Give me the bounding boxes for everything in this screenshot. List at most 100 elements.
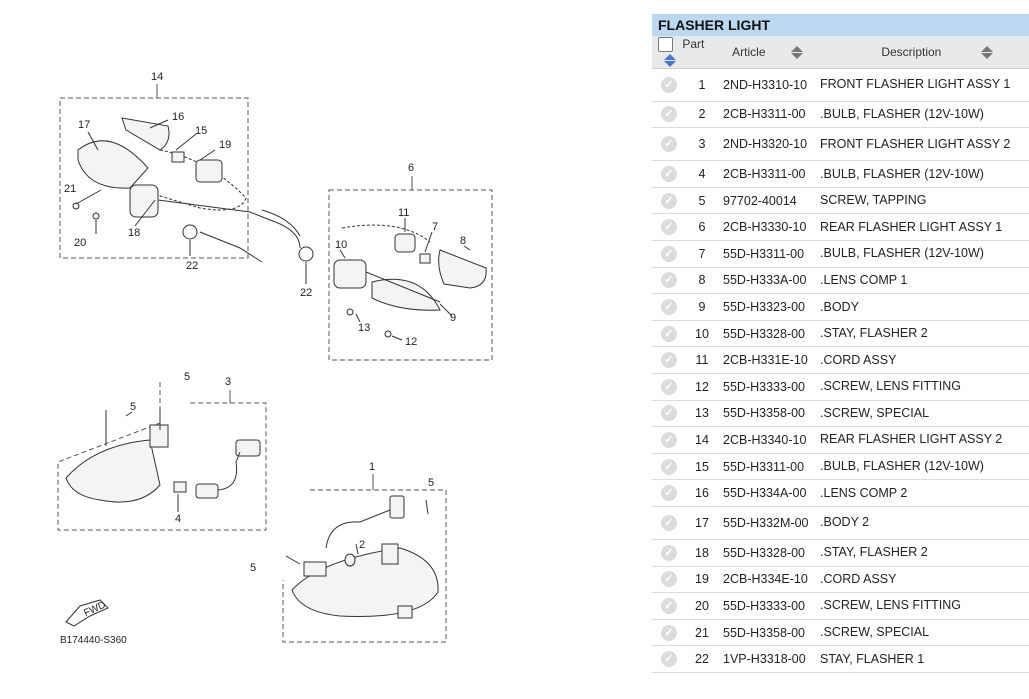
row-check-icon[interactable]: ✓ [661,651,677,668]
article-cell[interactable]: 55D-H332M-00 [718,506,818,540]
sort-icon[interactable] [790,45,803,59]
description-column-header[interactable]: Description [817,36,1029,69]
row-select-cell[interactable]: ✓ [652,400,686,428]
callout-12[interactable]: 12 [405,336,417,348]
article-cell[interactable]: 2CB-H331E-10 [718,346,818,374]
row-check-icon[interactable]: ✓ [661,485,677,502]
row-select-cell[interactable]: ✓ [652,101,686,129]
part-column-header[interactable]: Part [652,36,719,69]
row-check-icon[interactable]: ✓ [661,245,677,262]
callout-21[interactable]: 21 [64,183,76,195]
callout-15[interactable]: 15 [195,125,207,137]
callout-10[interactable]: 10 [335,239,347,251]
row-select-cell[interactable]: ✓ [652,213,686,242]
row-select-cell[interactable]: ✓ [652,160,686,188]
callout-7[interactable]: 7 [432,221,438,233]
callout-19[interactable]: 19 [219,139,231,151]
callout-3[interactable]: 3 [225,376,231,388]
row-select-cell[interactable]: ✓ [652,592,686,620]
row-select-cell[interactable]: ✓ [652,426,686,454]
callout-5c[interactable]: 5 [428,477,434,489]
row-check-icon[interactable]: ✓ [661,352,677,369]
row-select-cell[interactable]: ✓ [652,373,686,401]
callout-9[interactable]: 9 [450,312,456,324]
row-select-cell[interactable]: ✓ [652,566,686,594]
row-check-icon[interactable]: ✓ [661,458,677,475]
article-cell[interactable]: 2CB-H3311-00 [718,160,818,188]
row-select-cell[interactable]: ✓ [652,539,686,567]
row-check-icon[interactable]: ✓ [661,378,677,395]
article-cell[interactable]: 97702-40014 [718,187,818,215]
article-column-header[interactable]: Article [718,36,818,69]
article-cell[interactable]: 2ND-H3310-10 [718,68,818,102]
callout-22b[interactable]: 22 [300,287,312,299]
row-check-icon[interactable]: ✓ [661,76,677,93]
article-cell[interactable]: 55D-H3323-00 [718,293,818,321]
row-select-cell[interactable]: ✓ [652,645,686,673]
article-cell[interactable]: 55D-H3333-00 [718,592,818,620]
callout-17[interactable]: 17 [78,119,90,131]
callout-11[interactable]: 11 [398,207,409,219]
callout-2[interactable]: 2 [359,539,365,551]
row-check-icon[interactable]: ✓ [661,514,677,531]
callout-13[interactable]: 13 [358,322,370,334]
callout-14[interactable]: 14 [151,71,163,83]
row-check-icon[interactable]: ✓ [661,166,677,183]
article-cell[interactable]: 1VP-H3318-00 [718,645,818,673]
callout-1[interactable]: 1 [369,461,375,473]
row-select-cell[interactable]: ✓ [652,479,686,507]
article-cell[interactable]: 55D-H3328-00 [718,539,818,567]
row-select-cell[interactable]: ✓ [652,506,686,540]
row-select-cell[interactable]: ✓ [652,346,686,374]
row-select-cell[interactable]: ✓ [652,453,686,481]
row-check-icon[interactable]: ✓ [661,624,677,641]
callout-5a[interactable]: 5 [184,371,190,383]
row-select-cell[interactable]: ✓ [652,240,686,268]
row-check-icon[interactable]: ✓ [661,219,677,236]
article-cell[interactable]: 55D-H3328-00 [718,320,818,348]
select-all-checkbox[interactable] [658,37,673,53]
row-select-cell[interactable]: ✓ [652,320,686,348]
row-select-cell[interactable]: ✓ [652,68,686,102]
row-select-cell[interactable]: ✓ [652,127,686,162]
row-select-cell[interactable]: ✓ [652,619,686,647]
article-cell[interactable]: 2ND-H3320-10 [718,127,818,162]
row-check-icon[interactable]: ✓ [661,106,677,123]
article-cell[interactable]: 55D-H3358-00 [718,400,818,428]
callout-20[interactable]: 20 [74,237,86,249]
sort-icon[interactable] [980,45,993,59]
article-cell[interactable]: 55D-H333A-00 [718,267,818,295]
article-cell[interactable]: 55D-H3311-00 [718,240,818,268]
article-cell[interactable]: 2CB-H3340-10 [718,426,818,454]
row-check-icon[interactable]: ✓ [661,136,677,153]
row-check-icon[interactable]: ✓ [661,544,677,561]
row-check-icon[interactable]: ✓ [661,299,677,316]
row-check-icon[interactable]: ✓ [661,325,677,342]
row-check-icon[interactable]: ✓ [661,405,677,422]
callout-5b[interactable]: 5 [130,401,136,413]
callout-22a[interactable]: 22 [186,260,198,272]
row-select-cell[interactable]: ✓ [652,187,686,215]
callout-8[interactable]: 8 [460,235,466,247]
